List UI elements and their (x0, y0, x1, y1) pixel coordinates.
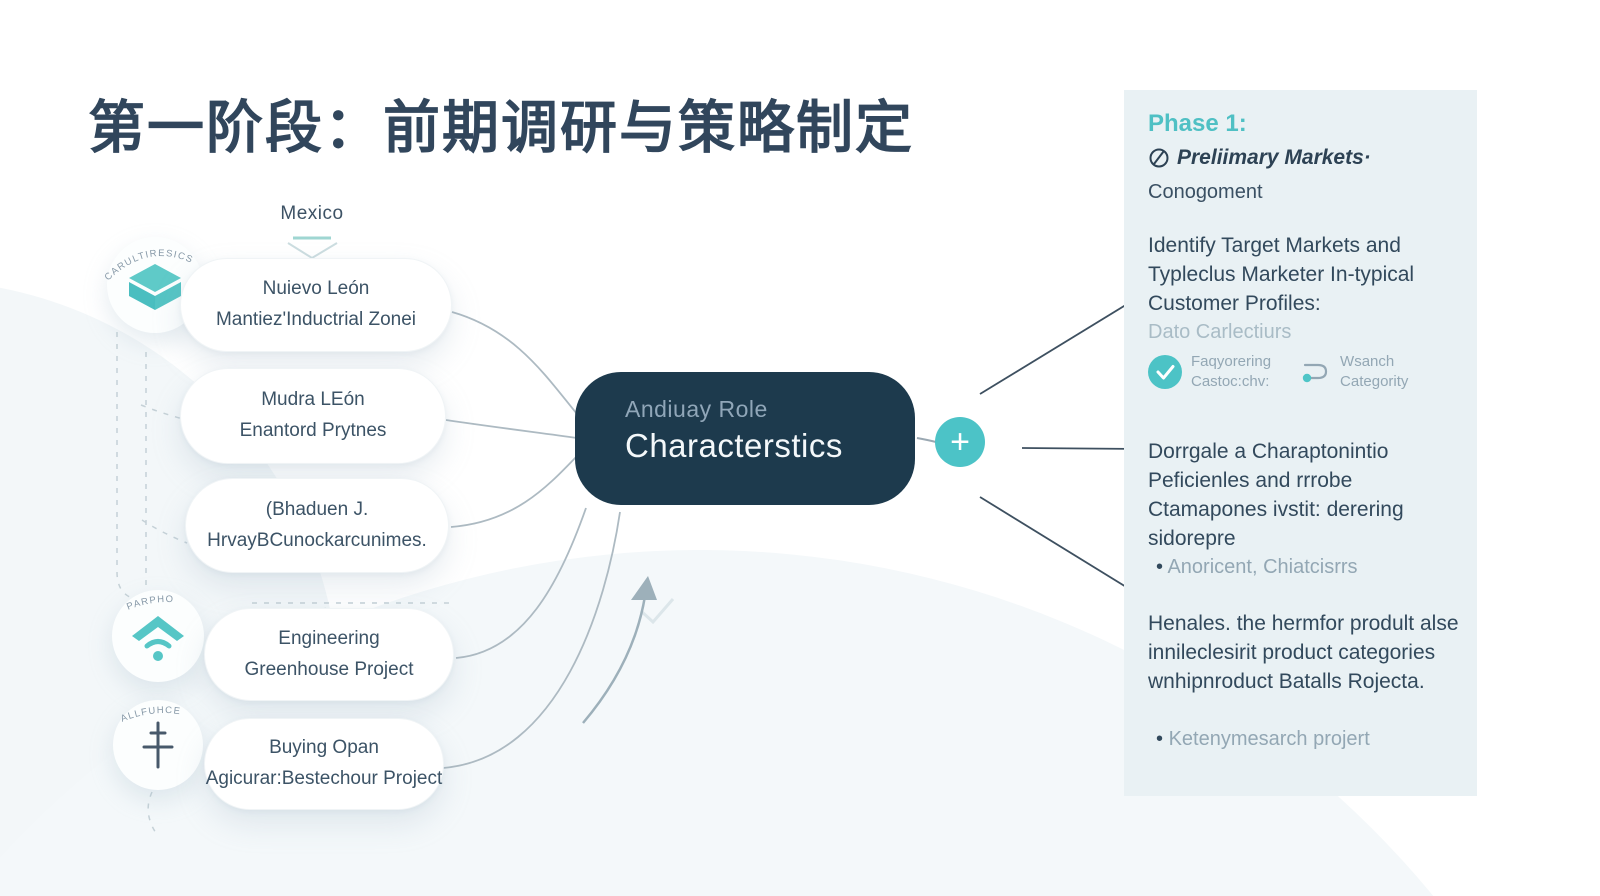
node-line1: Nuievo León (262, 278, 370, 300)
node-connectors (442, 311, 621, 769)
node-line2: Enantord Prytnes (239, 420, 387, 441)
node5-arc-badge: ALLFUHCE (119, 705, 182, 725)
node5-badge-text: ALLFUHCE (119, 705, 180, 725)
center-plus-link (916, 437, 937, 443)
node-mudra-leon[interactable]: Mudra LEón Enantord Prytnes (180, 368, 446, 464)
center-node-title: Characterstics (625, 427, 843, 464)
upward-arrow (582, 576, 657, 724)
node-engineering-greenhouse[interactable]: Engineering Greenhouse Project (204, 608, 454, 701)
node-line1: Engineering (278, 627, 380, 649)
mindmap-group-label-mexico[interactable]: Mexico (280, 203, 344, 224)
panel-feature-row: Faqyorering Castoc:chv: Wsanch Categorit… (1148, 352, 1408, 391)
node-line1: Mudra LEón (261, 389, 365, 411)
node1-arc-badge: CARULTIRESICS (103, 248, 195, 283)
panel-subheading: Conogoment (1148, 181, 1263, 203)
panel-heading: Phase 1: (1148, 110, 1247, 137)
panel-section2-bullet: Anoricent, Chiatcisrrs (1156, 556, 1456, 579)
cube-icon (129, 264, 181, 310)
feature-favoring-category: Faqyorering Castoc:chv: (1148, 352, 1271, 391)
feature-label-line2: Castoc:chv: (1191, 372, 1270, 390)
add-branch-button[interactable]: + (935, 417, 985, 467)
node4-arc-badge: PARPHO (125, 594, 174, 613)
node-nuievo-leon[interactable]: Nuievo León Mantiez'Inductrial Zonei (180, 258, 452, 352)
node-line2: Agicurar:Bestechour Project (205, 768, 443, 789)
node4-badge-text: PARPHO (125, 594, 173, 613)
page-title: 第一阶段：前期调研与策略制定 (88, 96, 914, 160)
feature-search-category: Wsanch Categority (1297, 352, 1408, 391)
mexico-chevron-icon (287, 242, 338, 260)
dagger-icon (142, 721, 174, 769)
feature-label-line1: Faqyorering (1191, 353, 1272, 370)
node5-icon-circle (113, 700, 203, 790)
node4-icon-circle (112, 590, 204, 682)
svg-text:PARPHO: PARPHO (125, 594, 174, 613)
svg-text:ALLFUHCE: ALLFUHCE (119, 705, 182, 725)
check-circle-icon (1148, 354, 1182, 389)
plus-icon: + (950, 423, 970, 461)
node-buying-opan[interactable]: Buying Opan Agicurar:Bestechour Project (204, 718, 444, 810)
node-bhaduen[interactable]: (Bhaduen J. HrvayBCunockarcunimes. (185, 478, 449, 573)
faint-check-icon-2 (639, 598, 675, 625)
node-line2: Mantiez'Inductrial Zonei (215, 309, 417, 330)
flow-connector-icon (1302, 363, 1328, 382)
panel-section1-text: Identify Target Markets and Typleclus Ma… (1148, 234, 1415, 315)
wifi-icon (132, 616, 184, 661)
feature-label-line2: Categority (1340, 372, 1409, 390)
node-line2: HrvayBCunockarcunimes. (207, 529, 427, 551)
node-line1: (Bhaduen J. (265, 498, 369, 520)
panel-brand-text: Preliimary Markets· (1177, 146, 1371, 169)
svg-text:CARULTIRESICS: CARULTIRESICS (103, 248, 195, 283)
feature-label-line1: Wsanch (1340, 353, 1395, 370)
node-line2: Greenhouse Project (244, 658, 414, 680)
circle-slash-icon (1149, 148, 1169, 168)
panel-section2-text: Dorrgale a Charaptonintio Peficienles an… (1148, 440, 1404, 550)
panel-section1-subtext: Dato Carlectiurs (1148, 321, 1292, 343)
phase-info-panel: Phase 1: Preliimary Markets· Conogoment … (1124, 90, 1477, 796)
panel-section3-text: Henales. the hermfor prodult alse innile… (1148, 612, 1459, 693)
node-line1: Buying Opan (269, 737, 379, 759)
center-node-characteristics[interactable]: Andiuay Role Characterstics (575, 372, 915, 505)
node1-badge-text: CARULTIRESICS (103, 248, 194, 283)
panel-brand-row: Preliimary Markets· (1148, 146, 1371, 170)
panel-section3-bullet: Ketenymesarch projert (1156, 728, 1456, 751)
center-node-subtitle: Andiuay Role (625, 396, 768, 422)
